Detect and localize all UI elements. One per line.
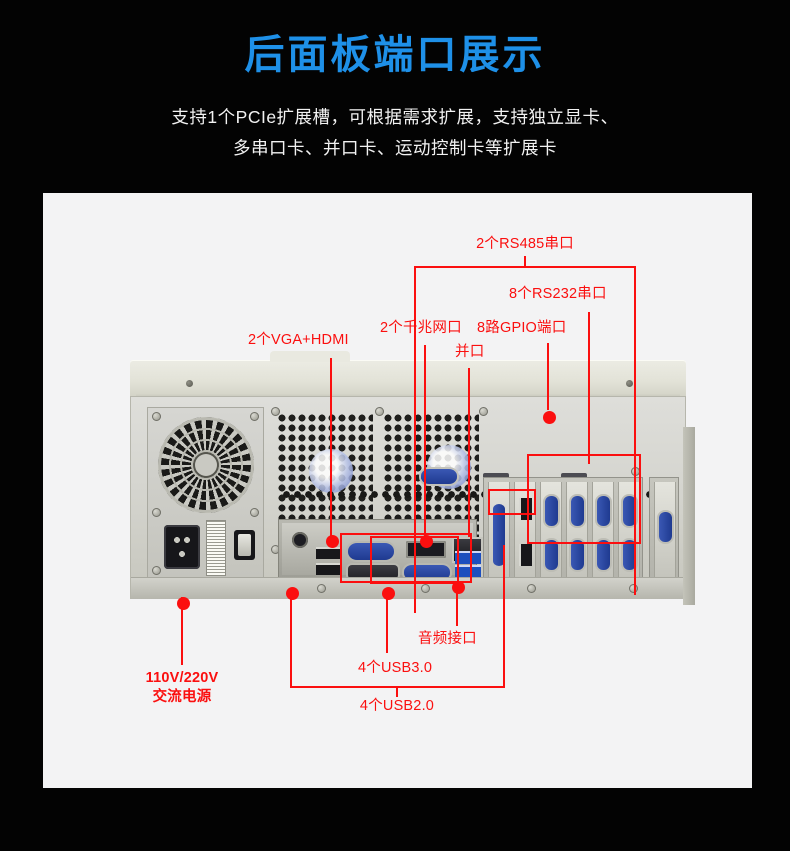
usb20-bracket-left-leg <box>290 588 292 687</box>
rs485-stem <box>524 256 526 267</box>
vent-screw-bl <box>271 545 280 554</box>
subtitle-line-2: 多串口卡、并口卡、运动控制卡等扩展卡 <box>233 138 557 158</box>
vent-screw-tr <box>479 407 488 416</box>
vent-screw-tl <box>271 407 280 416</box>
usb30-anchor-dot <box>381 587 395 600</box>
psu-screw-tr <box>250 412 259 421</box>
bottom-screw-4 <box>629 584 638 593</box>
chassis-rear-view <box>130 351 695 605</box>
psu-screw-tl <box>152 412 161 421</box>
video-anchor-dot <box>325 535 339 548</box>
label-parallel: 并口 <box>455 344 485 360</box>
vent-screw-tm <box>375 407 384 416</box>
psu-screw-bl <box>152 508 161 517</box>
card-usb-port-bottom <box>519 544 532 566</box>
rs232-port-6 <box>571 540 584 570</box>
usb20-anchor-dot <box>285 587 299 600</box>
expansion-card-cage <box>483 477 643 587</box>
usb3-port-3 <box>455 551 481 564</box>
bottom-screw-2 <box>421 584 430 593</box>
expansion-slot-5 <box>592 482 614 584</box>
rs485-bracket-left-leg <box>414 266 416 613</box>
label-rs485: 2个RS485串口 <box>476 236 574 252</box>
bottom-screw-3 <box>527 584 536 593</box>
chassis-side-wall <box>683 427 695 605</box>
rs232-port-3 <box>597 496 610 526</box>
label-usb30: 4个USB3.0 <box>358 660 433 676</box>
lan-anchor-dot <box>419 535 433 548</box>
rs485-card-slot <box>649 477 679 587</box>
power-rocker-switch[interactable] <box>234 530 255 560</box>
psu-fan-rings <box>158 417 254 513</box>
lan-highlight-box <box>370 536 459 584</box>
db25-parallel-card-port <box>493 504 505 566</box>
usb20-bracket-right-leg <box>503 545 505 687</box>
gpio-leader <box>547 343 549 410</box>
usb3-port-1 <box>455 565 481 578</box>
lid-notch <box>270 351 350 362</box>
bottom-screw-1 <box>317 584 326 593</box>
psu-rating-label <box>206 520 226 576</box>
gpio-anchor-dot <box>542 411 556 424</box>
expansion-slot-4 <box>566 482 588 584</box>
label-usb20: 4个USB2.0 <box>359 698 435 714</box>
rs232-port-7 <box>597 540 610 570</box>
usb2-port-top <box>316 547 341 559</box>
lan-leader <box>424 345 426 537</box>
power-anchor-dot <box>176 597 190 610</box>
hdmi-port <box>348 565 398 579</box>
diagram-stage: 2个RS485串口 8个RS232串口 8路GPIO端口 2个千兆网口 并口 2… <box>43 193 752 788</box>
expansion-slot-7 <box>654 482 676 584</box>
rs232-port-8 <box>623 540 636 570</box>
video-leader <box>330 358 332 537</box>
iec-power-inlet <box>164 525 200 569</box>
audio-leader <box>456 581 458 626</box>
audio-anchor-dot <box>451 581 465 594</box>
power-leader <box>181 597 183 665</box>
chassis-top-lid <box>130 351 686 400</box>
rs485-port-1 <box>659 512 672 542</box>
rs232-port-1 <box>545 496 558 526</box>
rs232-leader <box>588 312 590 464</box>
label-rs232: 8个RS232串口 <box>509 286 607 302</box>
label-lan: 2个千兆网口 <box>380 320 462 336</box>
expansion-slot-3 <box>540 482 562 584</box>
rs232-port-5 <box>545 540 558 570</box>
rs485-bracket-right-leg <box>634 266 636 595</box>
rs232-highlight-box <box>527 454 641 544</box>
parallel-highlight-box <box>340 533 472 583</box>
label-power-line-2: 交流电源 <box>152 689 212 705</box>
label-video: 2个VGA+HDMI <box>248 332 349 348</box>
rs485-bracket-top <box>414 266 636 268</box>
ps2-port <box>292 532 308 548</box>
rs232-port-2 <box>571 496 584 526</box>
lid-screw-left <box>186 380 193 387</box>
label-power-line-1: 110V/220V <box>145 670 219 686</box>
top-panel-vga-port <box>421 469 457 484</box>
top-vent-row <box>281 489 673 499</box>
page-title: 后面板端口展示 <box>244 33 546 77</box>
usb30-leader <box>386 588 388 653</box>
chassis-rear-face <box>130 396 695 605</box>
header-banner: 后面板端口展示 支持1个PCIe扩展槽，可根据需求扩展，支持独立显卡、 多串口卡… <box>0 0 790 193</box>
chassis-bottom-rail <box>131 577 687 599</box>
label-gpio: 8路GPIO端口 <box>477 320 567 336</box>
usb2-port-bottom <box>316 563 341 575</box>
gpio-header-port <box>406 541 446 558</box>
gpio-highlight-box <box>488 489 536 515</box>
parallel-leader <box>468 368 470 537</box>
psu-screw-bottom <box>152 566 161 575</box>
rs232-port-4 <box>623 496 636 526</box>
usb20-stem <box>396 686 398 697</box>
power-supply-unit <box>147 407 264 579</box>
lid-screw-right <box>626 380 633 387</box>
label-audio: 音频接口 <box>418 631 477 647</box>
subtitle-line-1: 支持1个PCIe扩展槽，可根据需求扩展，支持独立显卡、 <box>171 107 619 127</box>
psu-screw-br <box>250 508 259 517</box>
